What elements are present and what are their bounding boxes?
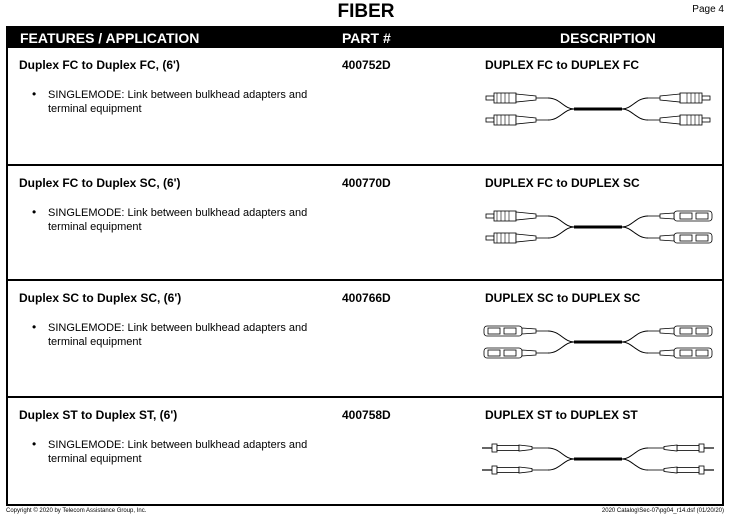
st-connector-icon <box>648 465 714 475</box>
fc-connector-icon <box>648 114 711 126</box>
row-bullet: • SINGLEMODE: Link between bulkhead adap… <box>28 437 318 466</box>
st-connector-icon <box>482 465 548 475</box>
fiber-cable-diagram <box>485 92 711 126</box>
row-bullet: • SINGLEMODE: Link between bulkhead adap… <box>28 87 318 116</box>
table-row: Duplex SC to Duplex SC, (6') 400766D DUP… <box>8 281 722 398</box>
row-bullet: • SINGLEMODE: Link between bulkhead adap… <box>28 320 318 349</box>
fiber-cable-diagram <box>482 443 714 475</box>
sc-connector-icon <box>483 325 548 337</box>
sc-connector-icon <box>648 232 713 244</box>
row-bullet-text: SINGLEMODE: Link between bulkhead adapte… <box>48 439 308 465</box>
row-description: DUPLEX FC to DUPLEX FC <box>485 58 640 72</box>
fc-connector-icon <box>648 92 711 104</box>
footer-file-reference: 2020 Catalog\Sec-07\pg04_r14.dsf (01/20/… <box>601 508 724 514</box>
row-bullet-text: SINGLEMODE: Link between bulkhead adapte… <box>48 89 308 115</box>
footer-copyright: Copyright © 2020 by Telecom Assistance G… <box>6 508 147 514</box>
sc-connector-icon <box>648 347 713 359</box>
row-part-number: 400770D <box>342 176 391 190</box>
header-features: FEATURES / APPLICATION <box>20 30 200 46</box>
row-title: Duplex FC to Duplex SC, (6') <box>19 176 181 190</box>
row-bullet: • SINGLEMODE: Link between bulkhead adap… <box>28 205 318 234</box>
table-row: Duplex ST to Duplex ST, (6') 400758D DUP… <box>8 398 722 504</box>
bullet-icon: • <box>32 87 37 101</box>
table-row: Duplex FC to Duplex FC, (6') 400752D DUP… <box>8 48 722 166</box>
row-part-number: 400752D <box>342 58 391 72</box>
page-title: FIBER <box>337 1 395 22</box>
bullet-icon: • <box>32 320 37 334</box>
fc-connector-icon <box>485 232 548 244</box>
bullet-icon: • <box>32 437 37 451</box>
row-description: DUPLEX SC to DUPLEX SC <box>485 291 641 305</box>
sc-connector-icon <box>483 347 548 359</box>
fiber-cable-diagram <box>483 325 713 359</box>
row-title: Duplex SC to Duplex SC, (6') <box>19 291 182 305</box>
product-table: FEATURES / APPLICATION PART # DESCRIPTIO… <box>6 26 724 506</box>
row-title: Duplex FC to Duplex FC, (6') <box>19 58 180 72</box>
fiber-cable-diagram <box>485 210 713 244</box>
bullet-icon: • <box>32 205 37 219</box>
page-number: Page 4 <box>692 4 724 15</box>
row-description: DUPLEX FC to DUPLEX SC <box>485 176 640 190</box>
header-description: DESCRIPTION <box>560 30 656 46</box>
table-header: FEATURES / APPLICATION PART # DESCRIPTIO… <box>8 28 722 48</box>
st-connector-icon <box>648 443 714 453</box>
row-part-number: 400766D <box>342 291 391 305</box>
row-description: DUPLEX ST to DUPLEX ST <box>485 408 638 422</box>
st-connector-icon <box>482 443 548 453</box>
row-part-number: 400758D <box>342 408 391 422</box>
fc-connector-icon <box>485 210 548 222</box>
sc-connector-icon <box>648 210 713 222</box>
row-title: Duplex ST to Duplex ST, (6') <box>19 408 178 422</box>
table-row: Duplex FC to Duplex SC, (6') 400770D DUP… <box>8 166 722 281</box>
row-bullet-text: SINGLEMODE: Link between bulkhead adapte… <box>48 207 308 233</box>
row-bullet-text: SINGLEMODE: Link between bulkhead adapte… <box>48 322 308 348</box>
fc-connector-icon <box>485 92 548 104</box>
sc-connector-icon <box>648 325 713 337</box>
header-part: PART # <box>342 30 391 46</box>
fc-connector-icon <box>485 114 548 126</box>
